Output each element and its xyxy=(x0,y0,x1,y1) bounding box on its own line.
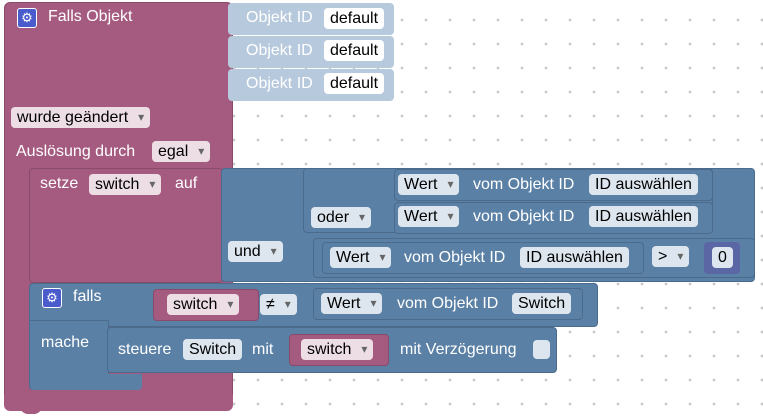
compare-value-field[interactable]: 0 xyxy=(712,247,733,268)
delay-checkbox[interactable] xyxy=(533,340,550,359)
mit-verzoegerung-label: mit Verzögerung xyxy=(400,341,517,358)
setze-var-dropdown[interactable]: switch xyxy=(89,174,162,195)
ausloesung-dropdown[interactable]: egal xyxy=(152,141,211,162)
wert-dropdown-3[interactable]: Wert xyxy=(330,247,392,268)
compare-operator-dropdown[interactable]: > xyxy=(652,246,690,267)
vom-objekt-id-label-3: vom Objekt ID xyxy=(404,249,506,266)
falls-vom-objekt-id-label: vom Objekt ID xyxy=(397,295,499,312)
steuere-label: steuere xyxy=(118,341,172,358)
trigger-type-dropdown[interactable]: wurde geändert xyxy=(11,107,151,128)
vom-objekt-id-label-2: vom Objekt ID xyxy=(473,208,575,225)
objekt-id-label-3: Objekt ID xyxy=(246,75,313,92)
ausloesung-label: Auslösung durch xyxy=(16,143,136,160)
falls-objekt-title: Falls Objekt xyxy=(48,8,133,25)
vom-objekt-id-label-1: vom Objekt ID xyxy=(473,176,575,193)
falls-gear-icon[interactable]: ⚙ xyxy=(42,288,62,308)
und-dropdown[interactable]: und xyxy=(228,241,283,262)
setze-auf-label: auf xyxy=(175,175,198,192)
falls-wert-dropdown[interactable]: Wert xyxy=(321,293,383,314)
wert-dropdown-1[interactable]: Wert xyxy=(398,174,460,195)
falls-objekt-bottom-arm xyxy=(4,395,233,411)
objekt-id-label-1: Objekt ID xyxy=(246,9,313,26)
falls-objekt-gear-icon[interactable]: ⚙ xyxy=(17,8,37,28)
mache-label: mache xyxy=(41,334,90,351)
falls-objekt-bottom-tab xyxy=(20,400,42,414)
falls-c-bottom xyxy=(30,374,142,390)
oder-dropdown[interactable]: oder xyxy=(311,207,372,228)
id-select-field-1[interactable]: ID auswählen xyxy=(589,174,698,195)
falls-object-id-field[interactable]: Switch xyxy=(512,293,572,314)
objekt-id-field-2[interactable]: default xyxy=(324,40,385,61)
setze-label: setze xyxy=(40,175,79,192)
objekt-id-field-3[interactable]: default xyxy=(324,73,385,94)
wert-dropdown-2[interactable]: Wert xyxy=(398,206,460,227)
steuere-mit-label: mit xyxy=(252,341,274,358)
id-select-field-3[interactable]: ID auswählen xyxy=(520,247,629,268)
steuere-var-dropdown[interactable]: switch xyxy=(301,339,374,360)
falls-label: falls xyxy=(73,288,102,305)
falls-left-var-dropdown[interactable]: switch xyxy=(167,294,240,315)
objekt-id-field-1[interactable]: default xyxy=(324,8,385,29)
objekt-id-label-2: Objekt ID xyxy=(246,42,313,59)
falls-operator-dropdown[interactable]: ≠ xyxy=(260,294,297,315)
id-select-field-2[interactable]: ID auswählen xyxy=(589,206,698,227)
steuere-target-field[interactable]: Switch xyxy=(183,339,243,360)
